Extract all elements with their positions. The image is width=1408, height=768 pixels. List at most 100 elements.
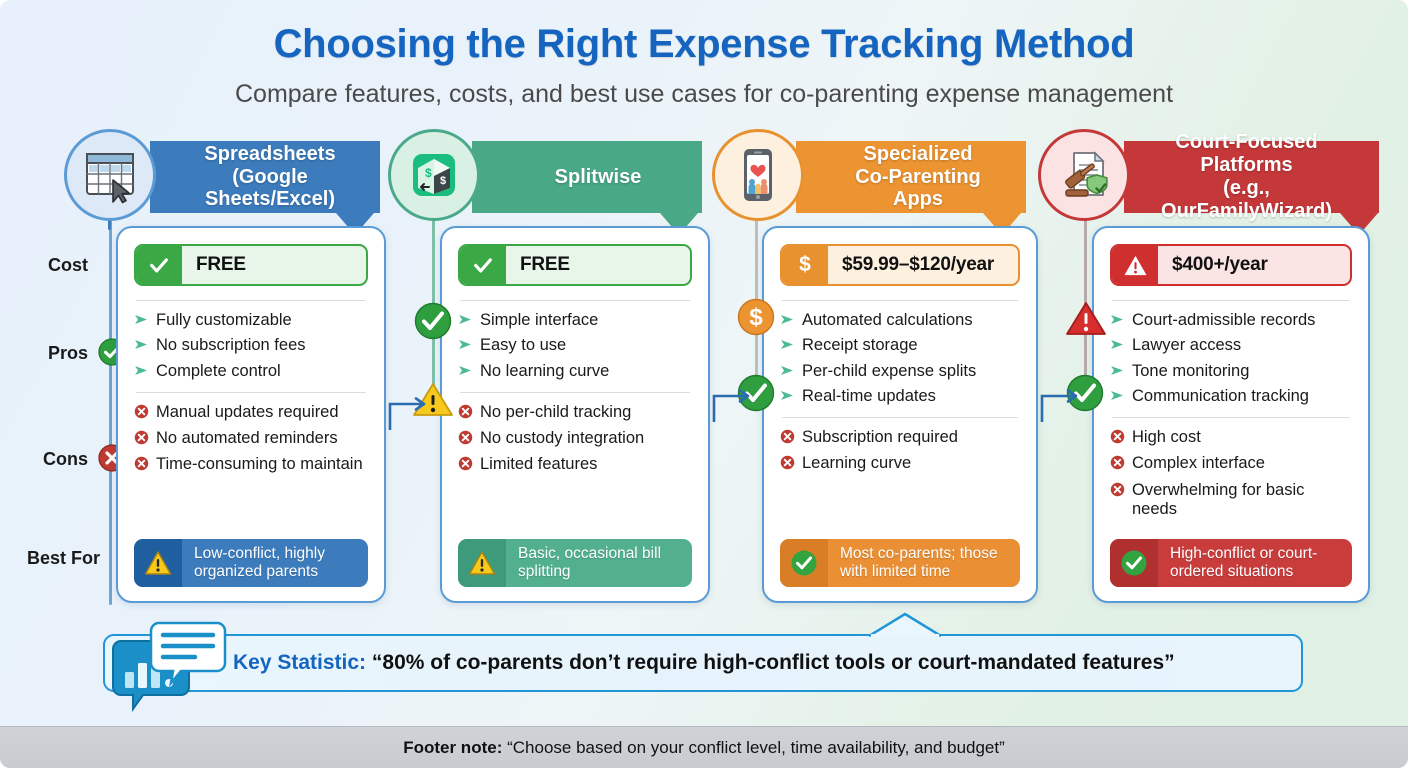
chain-badge-warning-1 — [412, 381, 454, 424]
chain-arrow-2 — [712, 384, 756, 429]
footer-bar: Footer note: “Choose based on your confl… — [0, 726, 1408, 768]
pro-text: Court-admissible records — [1132, 311, 1316, 329]
con-text: High cost — [1132, 428, 1201, 447]
keystat-pointer — [869, 612, 941, 638]
card-specialized-apps: $ $59.99–$120/year Automated calculation… — [762, 226, 1038, 603]
con-text: Manual updates required — [156, 402, 339, 421]
list-item: Automated calculations — [780, 311, 1020, 331]
x-circle-icon — [1110, 482, 1132, 502]
column-header-line2: Co-Parenting Apps — [855, 165, 981, 211]
con-text: Overwhelming for basic needs — [1132, 480, 1305, 519]
row-label-best-for: Best For — [26, 548, 100, 568]
list-item: No automated reminders — [134, 429, 368, 450]
arrow-icon — [458, 312, 480, 331]
cost-value: FREE — [520, 254, 570, 275]
list-item: No subscription fees — [134, 336, 368, 356]
check-icon — [460, 246, 506, 284]
icon-spreadsheet-grid — [64, 129, 156, 221]
list-item: Easy to use — [458, 336, 692, 356]
divider — [136, 391, 366, 393]
arrow-icon — [1110, 363, 1132, 382]
best-for-spreadsheets: Low-conflict, highly organized parents — [134, 539, 368, 587]
list-item: Communication tracking — [1110, 387, 1352, 407]
con-text: Subscription required — [802, 428, 958, 447]
column-header-specialized-apps: Specialized Co-Parenting Apps — [796, 141, 1026, 213]
x-circle-icon — [780, 455, 802, 475]
dollar-icon: $ — [782, 246, 828, 284]
column-header-line1: Specialized — [863, 142, 973, 165]
left-rail — [109, 215, 112, 605]
divider — [460, 391, 690, 393]
arrow-icon — [780, 363, 802, 382]
list-item: Time-consuming to maintain — [134, 455, 368, 476]
arrow-icon — [134, 363, 156, 382]
best-for-splitwise: Basic, occasional bill splitting — [458, 539, 692, 587]
check-circle-icon — [1110, 539, 1158, 587]
list-item: No per-child tracking — [458, 403, 692, 424]
divider — [1112, 417, 1350, 419]
card-splitwise: FREE Simple interface Easy to use No lea… — [440, 226, 710, 603]
check-circle-icon — [780, 539, 828, 587]
icon-splitwise-box: $ $ — [388, 129, 480, 221]
x-circle-icon — [458, 404, 480, 424]
chain-badge-check-3 — [1066, 374, 1104, 417]
row-label-cons: Cons — [43, 449, 88, 469]
cost-value: FREE — [196, 254, 246, 275]
svg-text:$: $ — [440, 175, 446, 187]
pro-text: Per-child expense splits — [802, 361, 977, 380]
best-for-text: Most co-parents; those with limited time — [840, 545, 998, 580]
chain-badge-dollar-2: $ — [737, 298, 775, 341]
svg-text:$: $ — [749, 304, 763, 331]
con-text: No automated reminders — [156, 429, 338, 448]
list-item: Tone monitoring — [1110, 362, 1352, 382]
arrow-icon — [458, 337, 480, 356]
pro-text: Fully customizable — [156, 311, 292, 329]
arrow-icon — [1110, 312, 1132, 331]
divider — [136, 300, 366, 301]
footer-quote: “Choose based on your conflict level, ti… — [507, 737, 1005, 757]
x-circle-icon — [458, 456, 480, 476]
x-circle-icon — [458, 430, 480, 450]
list-item: Manual updates required — [134, 403, 368, 424]
cost-pill-specialized-apps: $ $59.99–$120/year — [780, 244, 1020, 286]
pro-text: Lawyer access — [1132, 336, 1242, 355]
icon-phone-family — [712, 129, 804, 221]
list-item: Lawyer access — [1110, 336, 1352, 356]
chain-badge-check-2 — [737, 374, 775, 417]
cons-list-specialized-apps: Subscription required Learning curve — [780, 428, 1020, 476]
icon-gavel-document — [1038, 129, 1130, 221]
list-item: Overwhelming for basic needs — [1110, 481, 1352, 520]
x-circle-icon — [134, 404, 156, 424]
arrow-icon — [780, 388, 802, 407]
divider — [782, 417, 1018, 419]
con-text: No custody integration — [480, 429, 645, 448]
footer-label: Footer note: — [403, 737, 508, 757]
list-item: No learning curve — [458, 362, 692, 382]
key-statistic-callout: Key Statistic: “80% of co-parents don’t … — [103, 634, 1303, 692]
list-item: Real-time updates — [780, 387, 1020, 407]
x-circle-icon — [1110, 429, 1132, 449]
divider — [1112, 300, 1350, 301]
warning-triangle-icon — [458, 539, 506, 587]
column-header-line1: Court-Focused Platforms — [1175, 131, 1318, 177]
card-court-focused: $400+/year Court-admissible records Lawy… — [1092, 226, 1370, 603]
x-circle-icon — [134, 430, 156, 450]
column-header-line1: Splitwise — [554, 165, 642, 188]
list-item: Limited features — [458, 455, 692, 476]
best-for-court-focused: High-conflict or court-ordered situation… — [1110, 539, 1352, 587]
arrow-icon — [458, 363, 480, 382]
chain-badge-check-1 — [414, 302, 452, 345]
pro-text: Automated calculations — [802, 311, 973, 329]
chain-badge-warning-3 — [1065, 300, 1107, 343]
pro-text: Easy to use — [480, 336, 567, 355]
chain-arrow-1 — [388, 392, 432, 437]
arrow-icon — [134, 337, 156, 356]
cost-pill-splitwise: FREE — [458, 244, 692, 286]
check-icon — [136, 246, 182, 284]
pros-list-specialized-apps: Automated calculations Receipt storage P… — [780, 311, 1020, 407]
cost-value: $400+/year — [1172, 254, 1268, 275]
chain-arrow-3 — [1040, 384, 1084, 429]
list-item: Simple interface — [458, 311, 692, 331]
pro-text: Receipt storage — [802, 336, 918, 355]
